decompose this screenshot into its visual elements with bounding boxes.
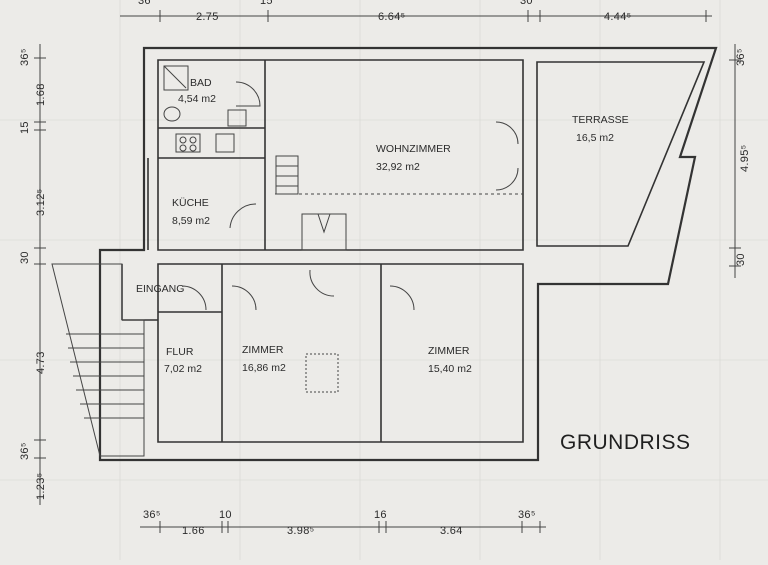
room-area: 16,86 m2: [242, 362, 286, 374]
room-label: EINGANG: [136, 283, 184, 295]
room-area: 32,92 m2: [376, 161, 420, 173]
dim-top-2: 2.75: [196, 11, 219, 23]
dimension-top: 36 2.75 15 6.64⁵ 30 4.44⁵: [120, 0, 712, 23]
dim-right-3: 30: [735, 253, 747, 266]
dim-bottom-2: 1.66: [182, 525, 205, 537]
shower-icon: [163, 65, 189, 91]
dim-top-4: 6.64⁵: [378, 11, 405, 23]
dimension-left: 36⁵ 1.68 15 3.12⁵ 30 4.73 36⁵ 1.23⁵: [19, 44, 47, 505]
dim-left-1: 36⁵: [19, 48, 31, 66]
dim-top-3: 15: [260, 0, 273, 7]
dim-bottom-4: 3.98⁵: [287, 525, 314, 537]
attic-hatch: [305, 353, 339, 393]
room-label: TERRASSE: [572, 114, 629, 126]
room-label: WOHNZIMMER: [376, 143, 451, 155]
dim-left-3: 15: [19, 121, 31, 134]
dim-left-6: 4.73: [35, 351, 47, 374]
room-labels: BAD 4,54 m2 WOHNZIMMER 32,92 m2 TERRASSE…: [136, 77, 629, 375]
room-area: 8,59 m2: [172, 215, 210, 227]
doors: [181, 81, 519, 311]
dim-top-6: 4.44⁵: [604, 11, 631, 23]
outer-walls: [98, 46, 718, 462]
room-label: ZIMMER: [428, 345, 470, 357]
dim-left-2: 1.68: [35, 83, 47, 106]
stairs: [51, 155, 347, 457]
plan-title: GRUNDRISS: [560, 431, 691, 454]
room-area: 15,40 m2: [428, 363, 472, 375]
dim-bottom-3: 10: [219, 509, 232, 521]
fixtures: [163, 65, 339, 393]
dim-top-1: 36: [138, 0, 151, 7]
room-area: 4,54 m2: [178, 93, 216, 105]
dim-bottom-1: 36⁵: [143, 509, 161, 521]
dim-left-5: 30: [19, 251, 31, 264]
room-label: KÜCHE: [172, 197, 209, 209]
interior-walls: [121, 60, 523, 442]
dim-bottom-7: 36⁵: [518, 509, 536, 521]
dim-bottom-5: 16: [374, 509, 387, 521]
dimension-bottom: 36⁵ 1.66 10 3.98⁵ 16 3.64 36⁵: [140, 509, 546, 537]
dim-right-1: 36⁵: [735, 48, 747, 66]
room-label: ZIMMER: [242, 344, 284, 356]
dim-left-4: 3.12⁵: [35, 189, 47, 216]
room-area: 16,5 m2: [576, 132, 614, 144]
dim-top-5: 30: [520, 0, 533, 7]
stove-icon: [175, 133, 201, 153]
dim-left-7: 36⁵: [19, 442, 31, 460]
room-label: FLUR: [166, 346, 194, 358]
dimension-right: 36⁵ 4.95⁵ 30: [729, 44, 751, 278]
washbasin-icon: [227, 109, 247, 127]
dim-bottom-6: 3.64: [440, 525, 463, 537]
dim-right-2: 4.95⁵: [739, 145, 751, 172]
dim-left-8: 1.23⁵: [35, 473, 47, 500]
room-label: BAD: [190, 77, 212, 89]
sink-icon: [215, 133, 235, 153]
toilet-icon: [163, 106, 181, 122]
room-area: 7,02 m2: [164, 363, 202, 375]
